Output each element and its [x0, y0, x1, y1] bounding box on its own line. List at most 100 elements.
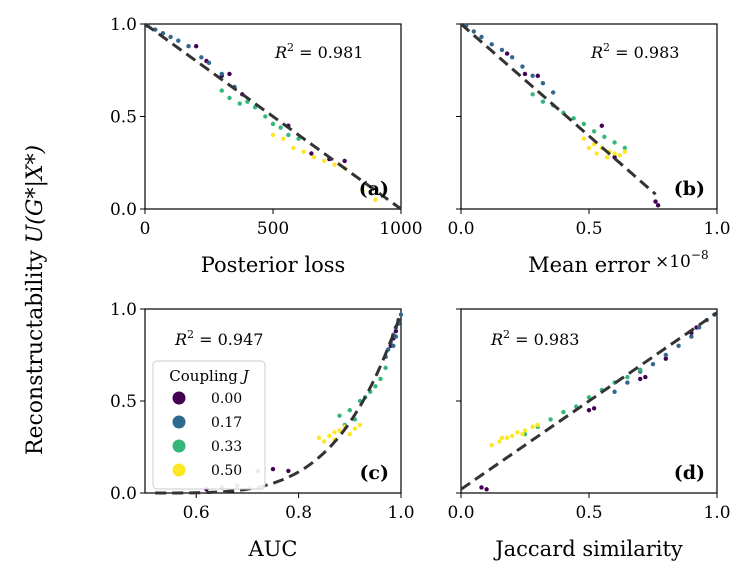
data-point: [676, 343, 681, 348]
data-point: [499, 47, 505, 53]
data-point: [286, 132, 291, 138]
x-axis-label: Posterior loss: [201, 253, 346, 277]
data-point: [393, 328, 399, 334]
data-point: [663, 356, 668, 361]
data-point: [360, 188, 365, 193]
data-point: [357, 422, 363, 428]
data-point: [383, 365, 388, 371]
data-point: [504, 435, 510, 440]
data-point: [301, 149, 306, 154]
data-point: [332, 162, 337, 167]
data-point: [561, 409, 566, 415]
data-point: [550, 90, 556, 95]
data-point: [586, 408, 592, 413]
data-point: [689, 334, 694, 339]
data-point: [520, 431, 525, 437]
legend-marker: [172, 391, 186, 405]
data-point: [622, 149, 628, 154]
data-point: [581, 121, 587, 127]
data-point: [168, 34, 173, 40]
data-point: [153, 27, 158, 32]
data-point: [522, 428, 528, 433]
data-point: [186, 44, 191, 49]
data-point: [270, 121, 276, 127]
data-point: [311, 155, 317, 160]
x-tick-label: 1.0: [703, 219, 730, 239]
data-point: [393, 334, 399, 339]
data-point: [347, 408, 352, 413]
legend: Coupling J0.000.170.330.50: [152, 360, 266, 490]
data-point: [581, 136, 587, 141]
data-point: [322, 158, 327, 164]
data-point: [489, 42, 494, 47]
data-point: [373, 197, 378, 202]
data-point: [227, 95, 232, 101]
x-tick-label: 0.8: [285, 503, 312, 523]
x-tick-label: 0.6: [183, 503, 210, 523]
x-tick-label: 0.0: [447, 219, 474, 239]
data-point: [227, 71, 232, 77]
y-tick-label: 1.0: [110, 15, 137, 35]
panel-label: (a): [359, 178, 389, 200]
data-point: [515, 430, 520, 435]
legend-label: 0.17: [211, 415, 242, 431]
x-axis-label: Mean error: [528, 253, 651, 277]
data-point: [530, 73, 535, 79]
y-tick-label: 1.0: [110, 300, 137, 320]
y-tick-label: 0.5: [110, 108, 137, 128]
data-point: [270, 132, 276, 138]
fit-line: [460, 22, 657, 196]
y-tick-label: 0.5: [110, 392, 137, 412]
data-point: [391, 343, 396, 348]
legend-label: 0.33: [211, 439, 242, 455]
data-point: [625, 374, 630, 380]
data-point: [479, 485, 484, 490]
legend-label: 0.00: [211, 391, 242, 407]
data-point: [625, 380, 630, 385]
data-point: [263, 114, 268, 119]
data-point: [591, 406, 597, 411]
data-point: [520, 64, 525, 69]
data-point: [522, 71, 528, 77]
data-point: [643, 374, 648, 380]
panel-label: (b): [674, 178, 705, 200]
data-point: [337, 428, 342, 433]
r2-annotation: R2 = 0.947: [174, 328, 263, 349]
x-tick-label: 0.0: [447, 503, 474, 523]
data-point: [309, 151, 314, 156]
data-point: [199, 55, 204, 60]
x-tick-label: 0.5: [575, 503, 602, 523]
data-point: [612, 140, 617, 145]
data-point: [194, 44, 199, 49]
x-tick-label: 0: [140, 219, 151, 239]
legend-marker: [172, 463, 186, 477]
data-point: [617, 153, 622, 158]
y-tick-label: 0.0: [110, 484, 137, 504]
data-point: [484, 487, 489, 492]
data-point: [286, 468, 291, 474]
data-point: [237, 101, 242, 106]
data-point: [327, 433, 332, 439]
r2-annotation: R2 = 0.983: [490, 328, 579, 349]
data-point: [612, 389, 617, 394]
data-point: [322, 439, 327, 444]
data-point: [489, 442, 494, 448]
data-point: [342, 158, 347, 164]
x-axis-label: Jaccard similarity: [493, 537, 683, 561]
data-point: [638, 376, 643, 382]
data-point: [594, 151, 599, 156]
legend-title: Coupling J: [169, 367, 249, 385]
data-point: [176, 38, 181, 43]
data-point: [219, 88, 224, 93]
data-point: [602, 134, 607, 140]
data-point: [530, 92, 535, 97]
data-point: [398, 312, 404, 317]
data-point: [206, 60, 212, 66]
x-tick-label: 1.0: [387, 503, 414, 523]
data-point: [332, 430, 337, 435]
panel-label: (c): [359, 462, 389, 484]
